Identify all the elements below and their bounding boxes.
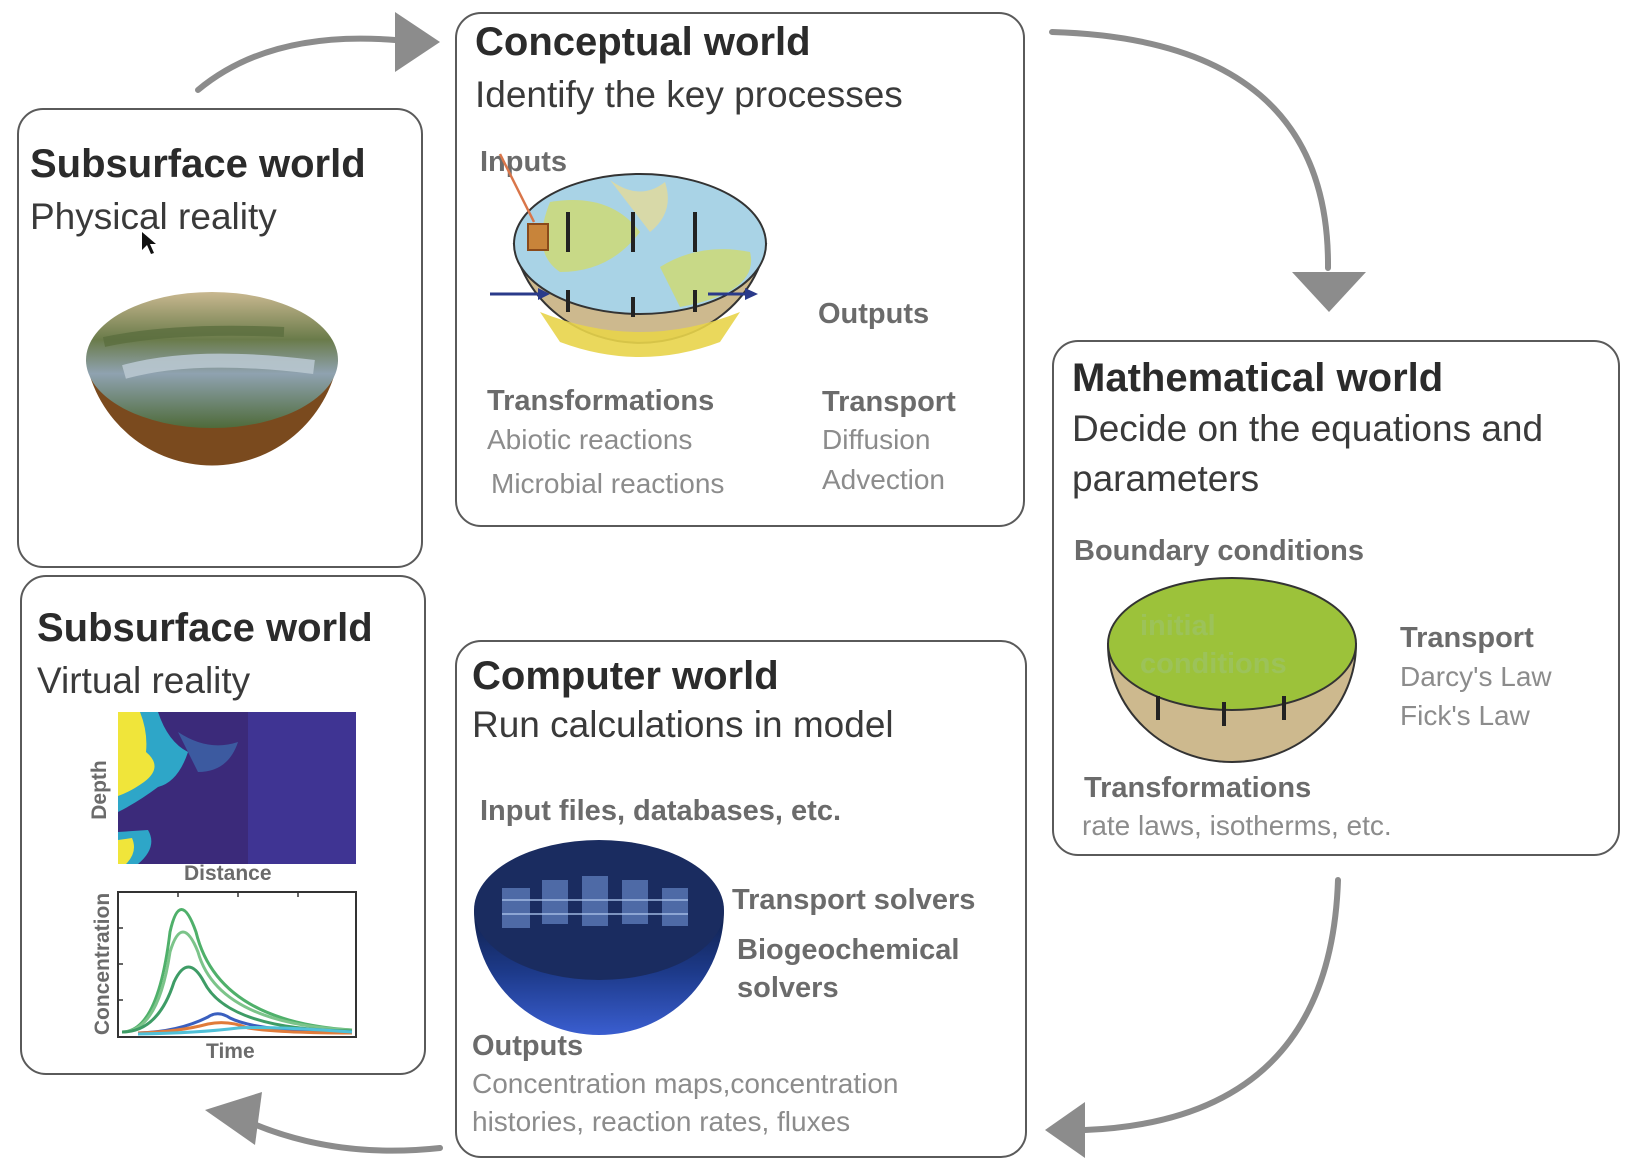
computer-inputs-label: Input files, databases, etc.: [480, 795, 841, 827]
arrowhead-2: [1292, 272, 1366, 312]
math-hemisphere: [1106, 577, 1358, 763]
arrowhead-4: [205, 1092, 262, 1145]
math-initial-line2: conditions: [1140, 648, 1287, 680]
arrowhead-1: [395, 12, 440, 72]
arrow-math-to-computer: [1082, 877, 1341, 1133]
arrow-conceptual-to-math: [1049, 29, 1332, 271]
math-transport-heading: Transport: [1400, 622, 1534, 654]
curve-3: [121, 965, 353, 1034]
arrow-physical-to-conceptual: [195, 35, 398, 93]
math-subtitle-line2: parameters: [1072, 458, 1260, 499]
curve-5: [137, 1021, 353, 1035]
plot-ylabel: Concentration: [91, 892, 115, 1036]
conceptual-transformations-heading: Transformations: [487, 385, 715, 417]
computer-outputs-line2: histories, reaction rates, fluxes: [472, 1106, 851, 1137]
math-transformations-heading: Transformations: [1084, 772, 1312, 804]
conceptual-inputs-label: Inputs: [480, 146, 567, 178]
virtual-title: Subsurface world: [37, 606, 373, 650]
mouse-cursor-icon: [142, 232, 156, 254]
virtual-concentration-plot: [117, 891, 357, 1038]
math-subtitle-line1: Decide on the equations and: [1072, 408, 1544, 449]
physical-subtitle: Physical reality: [30, 196, 277, 237]
computer-title: Computer world: [472, 654, 779, 698]
computer-biogeo-line2: solvers: [737, 972, 839, 1004]
computer-transport-solvers: Transport solvers: [732, 884, 976, 916]
math-transformations-detail: rate laws, isotherms, etc.: [1082, 810, 1392, 841]
conceptual-subtitle: Identify the key processes: [475, 74, 903, 115]
plot-xlabel: Time: [206, 1040, 255, 1063]
virtual-subtitle: Virtual reality: [37, 660, 251, 701]
map-ylabel: Depth: [87, 760, 111, 820]
conceptual-transport-heading: Transport: [822, 386, 956, 418]
math-boundary-label: Boundary conditions: [1074, 535, 1364, 567]
computer-outputs-line1: Concentration maps,concentration: [472, 1068, 899, 1099]
curve-4: [137, 1012, 353, 1035]
conceptual-outputs-label: Outputs: [818, 298, 930, 330]
curve-2: [121, 930, 353, 1034]
curve-6: [137, 1026, 353, 1036]
math-initial-line1: initial: [1140, 610, 1216, 642]
computer-outputs-heading: Outputs: [472, 1030, 584, 1062]
virtual-concentration-map: [118, 712, 356, 864]
conceptual-diffusion: Diffusion: [822, 424, 931, 455]
math-title: Mathematical world: [1072, 356, 1444, 400]
conceptual-title: Conceptual world: [475, 20, 811, 64]
math-darcy: Darcy's Law: [1400, 661, 1552, 692]
computer-subtitle: Run calculations in model: [472, 704, 894, 745]
conceptual-microbial: Microbial reactions: [491, 468, 725, 499]
computer-hemisphere: [474, 840, 724, 1035]
map-xlabel: Distance: [184, 862, 272, 885]
computer-biogeo-line1: Biogeochemical: [737, 934, 960, 966]
conceptual-hemisphere: [490, 153, 768, 357]
conceptual-abiotic: Abiotic reactions: [487, 424, 693, 455]
arrowhead-3: [1045, 1102, 1085, 1158]
physical-hemisphere: [86, 292, 338, 466]
physical-title: Subsurface world: [30, 142, 366, 186]
conceptual-advection: Advection: [822, 464, 945, 495]
curve-1: [121, 908, 353, 1034]
arrow-computer-to-virtual: [237, 1115, 443, 1154]
math-fick: Fick's Law: [1400, 700, 1530, 731]
